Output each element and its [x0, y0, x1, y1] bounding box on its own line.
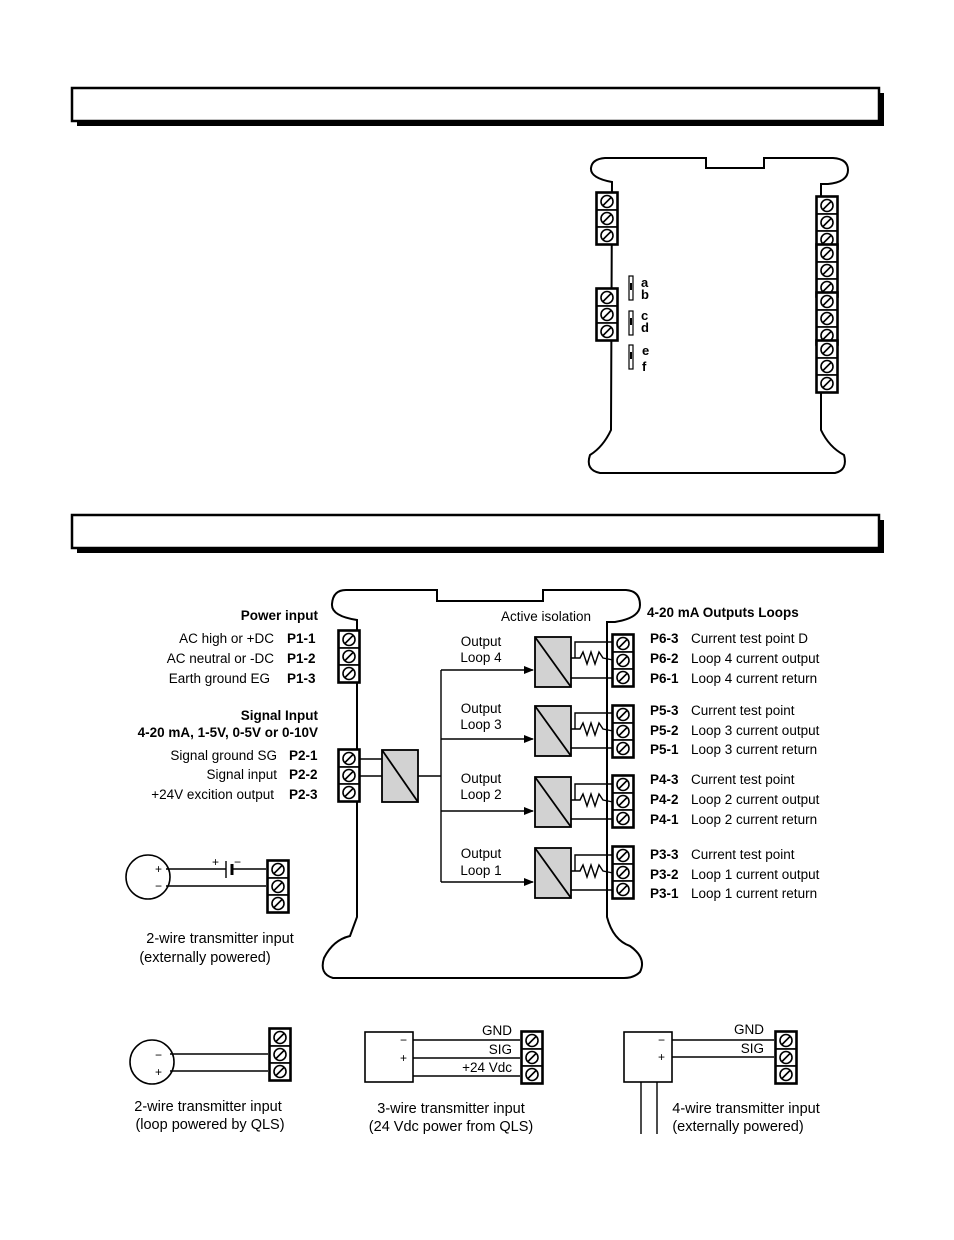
p4-2-label: Loop 2 current output: [691, 792, 820, 807]
p5-3-label: Current test point: [691, 703, 795, 718]
power-pin-2: P1-2: [287, 651, 316, 666]
wire4-plus: +: [658, 1050, 665, 1064]
loop2wire-minus: −: [155, 1048, 162, 1062]
wire4-caption-1: 4-wire transmitter input: [672, 1101, 819, 1117]
power-label-1: AC high or +DC: [179, 631, 274, 646]
p5-1-pin: P5-1: [650, 742, 679, 757]
wire4-minus: −: [658, 1033, 665, 1047]
output-channel-2: [441, 775, 634, 828]
signal-pin-3: P2-3: [289, 787, 318, 802]
p5-1-label: Loop 3 current return: [691, 742, 817, 757]
example-4wire: − + GND SIG 4-wire transmitter input (ex…: [623, 1022, 820, 1135]
power-pin-1: P1-1: [287, 631, 316, 646]
main-module: [321, 589, 643, 979]
wire4-sig: SIG: [741, 1041, 764, 1056]
switch-label-e: e: [642, 343, 649, 358]
power-input-title: Power input: [241, 608, 319, 623]
signal-pin-2: P2-2: [289, 767, 318, 782]
section-header-1: [70, 86, 884, 126]
p4-1-pin: P4-1: [650, 812, 679, 827]
p5-3-pin: P5-3: [650, 703, 679, 718]
output-channel-4: [441, 634, 634, 688]
p3-1-label: Loop 1 current return: [691, 886, 817, 901]
p4-3-pin: P4-3: [650, 772, 679, 787]
power-pin-3: P1-3: [287, 671, 316, 686]
wire3-24v: +24 Vdc: [462, 1060, 512, 1075]
p5-2-pin: P5-2: [650, 723, 679, 738]
battery-minus: −: [234, 855, 241, 869]
p6-3-pin: P6-3: [650, 631, 679, 646]
ext2wire-caption-2: (externally powered): [139, 950, 270, 966]
p5-2-label: Loop 3 current output: [691, 723, 820, 738]
p6-1-pin: P6-1: [650, 671, 679, 686]
loop2wire-caption-1: 2-wire transmitter input: [134, 1099, 281, 1115]
ext2wire-caption-1: 2-wire transmitter input: [146, 931, 293, 947]
p4-2-pin: P4-2: [650, 792, 679, 807]
signal-label-1: Signal ground SG: [170, 748, 277, 763]
switch-label-d: d: [641, 320, 649, 335]
wire3-caption-1: 3-wire transmitter input: [377, 1101, 524, 1117]
loop3-name-2: Loop 3: [460, 717, 501, 732]
example-2wire-external: + − + − 2-wire transmitter input (extern…: [125, 854, 294, 966]
signal-input-subtitle: 4-20 mA, 1-5V, 0-5V or 0-10V: [138, 725, 318, 740]
main-module-outline: [321, 589, 643, 979]
loop2wire-plus: +: [155, 1065, 162, 1079]
loop4-name-1: Output: [461, 634, 502, 649]
loop2wire-caption-2: (loop powered by QLS): [135, 1117, 284, 1133]
p3-1-pin: P3-1: [650, 886, 679, 901]
loop4-name-2: Loop 4: [460, 650, 502, 665]
switch-label-b: b: [641, 287, 649, 302]
p6-1-label: Loop 4 current return: [691, 671, 817, 686]
loop-names: Output Loop 4 Output Loop 3 Output Loop …: [460, 634, 502, 878]
p4-3-label: Current test point: [691, 772, 795, 787]
loop2-name-1: Output: [461, 771, 502, 786]
p3-3-pin: P3-3: [650, 847, 679, 862]
signal-input-labels: Signal Input 4-20 mA, 1-5V, 0-5V or 0-10…: [138, 708, 319, 802]
power-label-2: AC neutral or -DC: [167, 651, 275, 666]
switch-label-c: c: [641, 308, 648, 323]
p3-3-label: Current test point: [691, 847, 795, 862]
example-3wire: − + GND SIG +24 Vdc 3-wire transmitter i…: [364, 1023, 543, 1135]
active-isolation-label: Active isolation: [501, 609, 591, 624]
battery-plus: +: [212, 855, 219, 869]
dip-switches: a b c d e f: [628, 275, 649, 374]
loop1-name-2: Loop 1: [460, 863, 501, 878]
signal-input-title: Signal Input: [241, 708, 319, 723]
module-top-outline: [587, 157, 850, 474]
p3-2-pin: P3-2: [650, 867, 679, 882]
example-2wire-loop: − + 2-wire transmitter input (loop power…: [129, 1028, 291, 1133]
wire3-minus: −: [400, 1033, 407, 1047]
signal-pin-1: P2-1: [289, 748, 318, 763]
loop1-name-1: Output: [461, 846, 502, 861]
p6-2-label: Loop 4 current output: [691, 651, 820, 666]
module-top-view: a b c d e f: [587, 157, 850, 474]
ext2wire-plus: +: [155, 862, 162, 876]
switch-label-a: a: [641, 275, 649, 290]
wire3-caption-2: (24 Vdc power from QLS): [369, 1119, 533, 1135]
power-input-labels: Power input AC high or +DC P1-1 AC neutr…: [167, 608, 319, 686]
power-label-3: Earth ground EG: [169, 671, 270, 686]
outputs-title: 4-20 mA Outputs Loops: [647, 605, 799, 620]
output-pin-labels: P6-3 Current test point D P6-2 Loop 4 cu…: [650, 631, 820, 901]
signal-label-2: Signal input: [206, 767, 277, 782]
p6-2-pin: P6-2: [650, 651, 679, 666]
output-channel-3: [441, 705, 634, 758]
ext2wire-minus: −: [155, 879, 162, 893]
switch-label-f: f: [642, 359, 647, 374]
loop3-name-1: Output: [461, 701, 502, 716]
wire4-gnd: GND: [734, 1022, 764, 1037]
loop2-name-2: Loop 2: [460, 787, 501, 802]
output-channel-1: [441, 846, 634, 899]
wire3-sig: SIG: [489, 1042, 512, 1057]
wire3-plus: +: [400, 1051, 407, 1065]
wire4-caption-2: (externally powered): [672, 1119, 803, 1135]
p4-1-label: Loop 2 current return: [691, 812, 817, 827]
signal-label-3: +24V excition output: [151, 787, 274, 802]
wire3-gnd: GND: [482, 1023, 512, 1038]
p3-2-label: Loop 1 current output: [691, 867, 820, 882]
p6-3-label: Current test point D: [691, 631, 808, 646]
section-header-2: [70, 513, 884, 553]
